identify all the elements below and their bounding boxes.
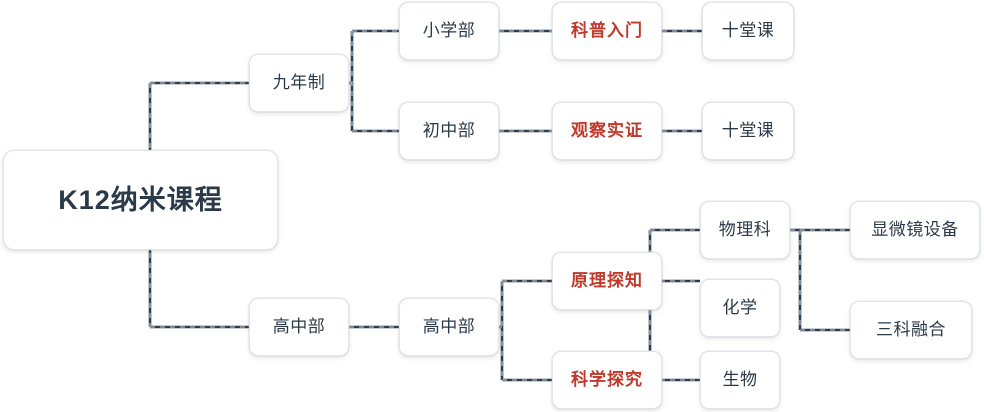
node-principle[interactable]: 原理探知 <box>552 252 662 310</box>
node-biology[interactable]: 生物 <box>700 351 780 409</box>
node-senior-secondary[interactable]: 高中部 <box>399 298 499 356</box>
node-nine-year-label: 九年制 <box>272 72 326 92</box>
node-junior-label: 初中部 <box>422 120 476 140</box>
node-senior-secondary-label: 高中部 <box>422 316 476 336</box>
node-junior-lessons[interactable]: 十堂课 <box>702 102 794 160</box>
node-junior-course[interactable]: 观察实证 <box>552 102 662 160</box>
node-primary-lessons[interactable]: 十堂课 <box>702 2 794 60</box>
node-nine-year[interactable]: 九年制 <box>249 54 349 112</box>
node-biology-label: 生物 <box>722 369 758 389</box>
node-primary-label: 小学部 <box>422 20 476 40</box>
node-physics[interactable]: 物理科 <box>700 201 790 259</box>
node-primary-course-label: 科普入门 <box>571 20 643 40</box>
node-primary-course[interactable]: 科普入门 <box>552 2 662 60</box>
node-senior[interactable]: 高中部 <box>249 298 349 356</box>
node-chemistry[interactable]: 化学 <box>700 279 780 337</box>
node-fusion-label: 三科融合 <box>876 319 946 339</box>
node-junior-lessons-label: 十堂课 <box>721 120 775 140</box>
node-inquiry-label: 科学探究 <box>571 369 643 389</box>
node-primary-lessons-label: 十堂课 <box>721 20 775 40</box>
node-primary[interactable]: 小学部 <box>399 2 499 60</box>
node-root-label: K12纳米课程 <box>58 184 223 215</box>
node-principle-label: 原理探知 <box>571 270 643 290</box>
node-microscope[interactable]: 显微镜设备 <box>850 201 980 259</box>
node-inquiry[interactable]: 科学探究 <box>552 351 662 409</box>
node-chemistry-label: 化学 <box>722 297 758 317</box>
node-physics-label: 物理科 <box>718 219 772 239</box>
node-fusion[interactable]: 三科融合 <box>850 301 972 359</box>
node-root[interactable]: K12纳米课程 <box>3 150 278 250</box>
node-senior-label: 高中部 <box>272 316 326 336</box>
node-microscope-label: 显微镜设备 <box>871 219 959 239</box>
node-junior[interactable]: 初中部 <box>399 102 499 160</box>
node-junior-course-label: 观察实证 <box>571 120 643 140</box>
